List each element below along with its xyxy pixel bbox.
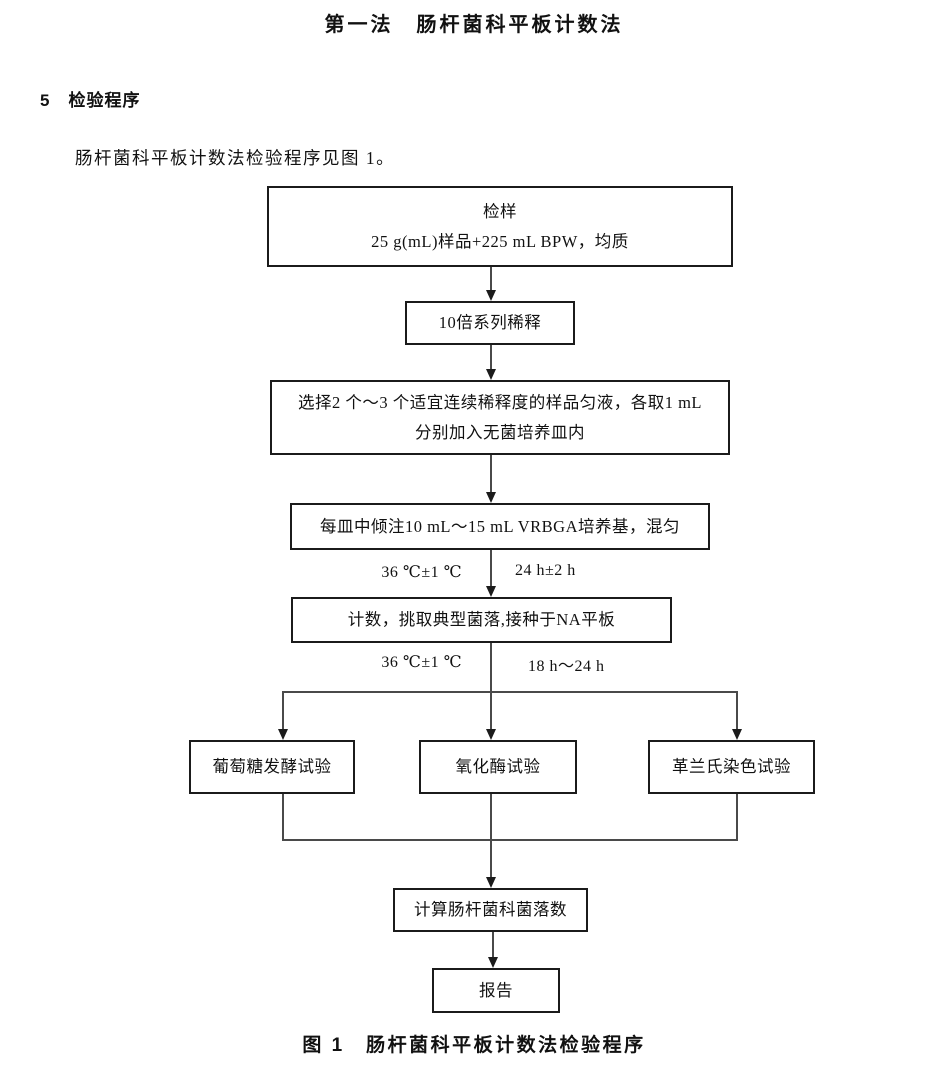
arrow-down-icon xyxy=(486,369,496,380)
flow-box-select-line2: 分别加入无菌培养皿内 xyxy=(415,422,585,442)
connector-line xyxy=(282,691,284,731)
flow-box-sample-line1: 检样 xyxy=(483,201,517,221)
connector-line xyxy=(736,691,738,731)
flow-box-glucose-label: 葡萄糖发酵试验 xyxy=(212,757,332,777)
flow-box-select-line1: 选择2 个～3 个适宜连续稀释度的样品匀液，各取1 mL xyxy=(297,392,703,412)
connector-line xyxy=(490,455,492,494)
flow-box-gram: 革兰氏染色试验 xyxy=(648,740,815,794)
arrow-down-icon xyxy=(486,586,496,597)
flow-box-report: 报告 xyxy=(432,968,560,1013)
section-heading-text: 检验程序 xyxy=(68,91,141,110)
flow-box-dilution-label: 10倍系列稀释 xyxy=(438,313,542,333)
connector-line xyxy=(490,794,492,878)
arrow-down-icon xyxy=(486,877,496,888)
flow-box-count: 计数，挑取典型菌落,接种于NA平板 xyxy=(291,597,672,643)
connector-line xyxy=(490,643,492,693)
flow-box-pour-label: 每皿中倾注10 mL～15 mL VRBGA培养基，混匀 xyxy=(319,516,681,536)
flow-box-gram-label: 革兰氏染色试验 xyxy=(672,757,791,777)
connector-line xyxy=(490,550,492,588)
arrow-down-icon xyxy=(486,492,496,503)
section-number: 5 xyxy=(40,91,51,110)
flow-box-select: 选择2 个～3 个适宜连续稀释度的样品匀液，各取1 mL 分别加入无菌培养皿内 xyxy=(270,380,730,455)
flow-box-dilution: 10倍系列稀释 xyxy=(405,301,575,345)
flow-box-glucose: 葡萄糖发酵试验 xyxy=(189,740,355,794)
flow-box-calc-label: 计算肠杆菌科菌落数 xyxy=(414,900,567,920)
arrow-down-icon xyxy=(278,729,288,740)
flow-box-sample-line2: 25 g(mL)样品+225 mL BPW，均质 xyxy=(371,231,629,251)
arrow-down-icon xyxy=(486,729,496,740)
arrow-down-icon xyxy=(732,729,742,740)
arrow-down-icon xyxy=(488,957,498,968)
edge-label-time-2: 18 h～24 h xyxy=(528,658,605,675)
flow-box-sample: 检样 25 g(mL)样品+225 mL BPW，均质 xyxy=(267,186,733,267)
arrow-down-icon xyxy=(486,290,496,301)
edge-label-time-1: 24 h±2 h xyxy=(515,562,576,579)
section-heading: 5 检验程序 xyxy=(40,86,140,111)
connector-line xyxy=(736,794,738,841)
flow-box-oxidase: 氧化酶试验 xyxy=(419,740,577,794)
flow-box-calc: 计算肠杆菌科菌落数 xyxy=(393,888,588,932)
connector-line xyxy=(490,691,492,731)
flow-box-oxidase-label: 氧化酶试验 xyxy=(455,757,541,777)
connector-line xyxy=(282,794,284,841)
intro-paragraph: 肠杆菌科平板计数法检验程序见图 1。 xyxy=(75,148,396,168)
branch-line xyxy=(282,691,738,693)
figure-caption: 图 1 肠杆菌科平板计数法检验程序 xyxy=(302,1035,646,1056)
edge-label-temp-2: 36 ℃±1 ℃ xyxy=(381,654,462,671)
merge-line xyxy=(282,839,738,841)
connector-line xyxy=(490,345,492,371)
connector-line xyxy=(490,267,492,292)
flow-box-pour: 每皿中倾注10 mL～15 mL VRBGA培养基，混匀 xyxy=(290,503,710,550)
connector-line xyxy=(492,932,494,958)
flow-box-count-label: 计数，挑取典型菌落,接种于NA平板 xyxy=(347,610,616,630)
page-title: 第一法 肠杆菌科平板计数法 xyxy=(324,14,624,36)
flow-box-report-label: 报告 xyxy=(479,980,513,1000)
edge-label-temp-1: 36 ℃±1 ℃ xyxy=(381,564,462,581)
